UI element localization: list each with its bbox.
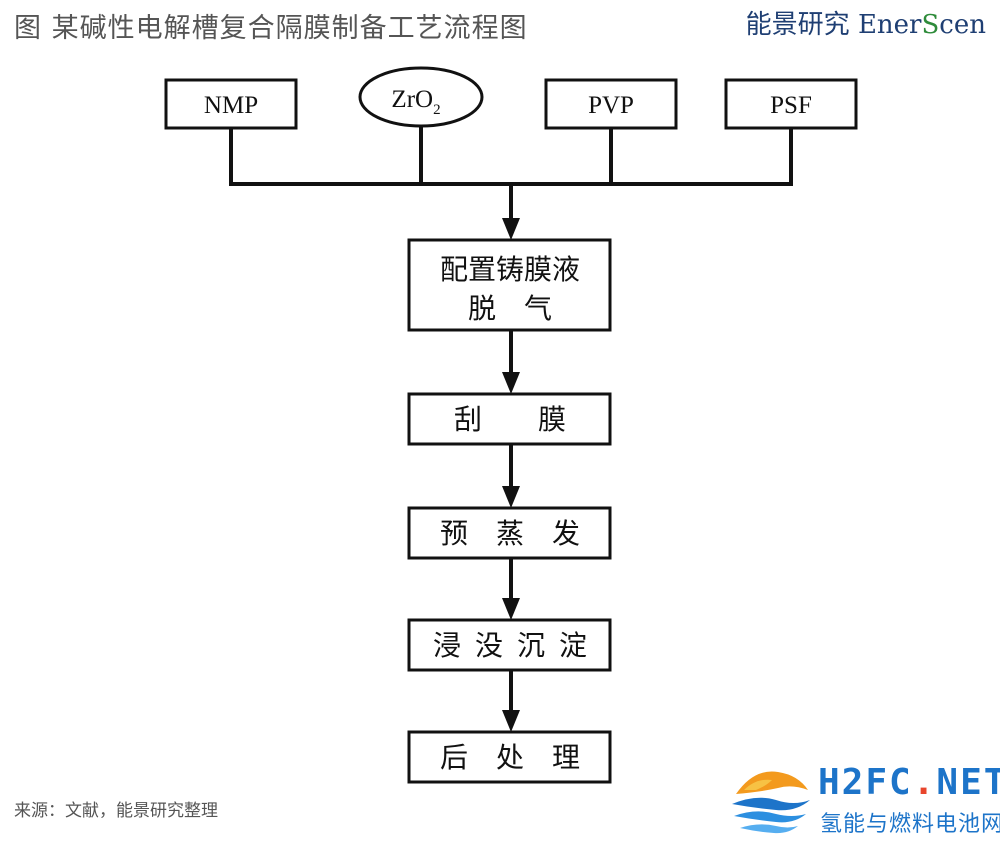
step-2-label: 刮 膜 [454,404,566,436]
source-note: 来源：文献，能景研究整理 [14,801,218,821]
h2fc-logo: H2FC.NET 氢能与燃料电池网 [726,760,1000,838]
h2fc-logo-text: H2FC.NET [818,762,1000,803]
brand-name-cn: 能景研究 [745,10,850,40]
brand-logo: 能景研究 EnerScen [746,4,986,41]
arrow-to-step-5 [502,710,520,732]
brand-name-en: EnerScen [857,10,986,40]
step-5-label: 后 处 理 [440,742,580,774]
step-1-line-1: 配置铸膜液 [440,254,580,286]
h2fc-logo-icon [732,771,810,834]
step-4-label: 浸 没 沉 淀 [433,630,587,662]
input-nmp: NMP [164,78,298,130]
input-psf: PSF [724,78,858,130]
h2fc-logo-subtitle: 氢能与燃料电池网 [820,812,1000,837]
step-post-treatment: 后 处 理 [407,730,612,784]
input-psf-label: PSF [770,92,812,119]
input-pvp: PVP [544,78,678,130]
input-nmp-label: NMP [204,92,258,119]
collector-lines [229,126,793,222]
arrow-to-step-2 [502,372,520,394]
step-scraping-film: 刮 膜 [407,392,612,446]
arrow-to-step-4 [502,598,520,620]
figure-title: 图 某碱性电解槽复合隔膜制备工艺流程图 [14,13,528,44]
step-1-line-2: 脱 气 [468,293,552,325]
input-zro2-label: ZrO2 [391,86,440,118]
step-3-label: 预 蒸 发 [440,518,580,550]
step-immersion-precipitation: 浸 没 沉 淀 [407,618,612,672]
arrow-to-step-3 [502,486,520,508]
arrow-to-step-1 [502,218,520,240]
step-prepare-casting-solution: 配置铸膜液 脱 气 [407,238,612,332]
step-pre-evaporation: 预 蒸 发 [407,506,612,560]
input-zro2: ZrO2 [358,66,484,128]
input-pvp-label: PVP [588,92,634,119]
